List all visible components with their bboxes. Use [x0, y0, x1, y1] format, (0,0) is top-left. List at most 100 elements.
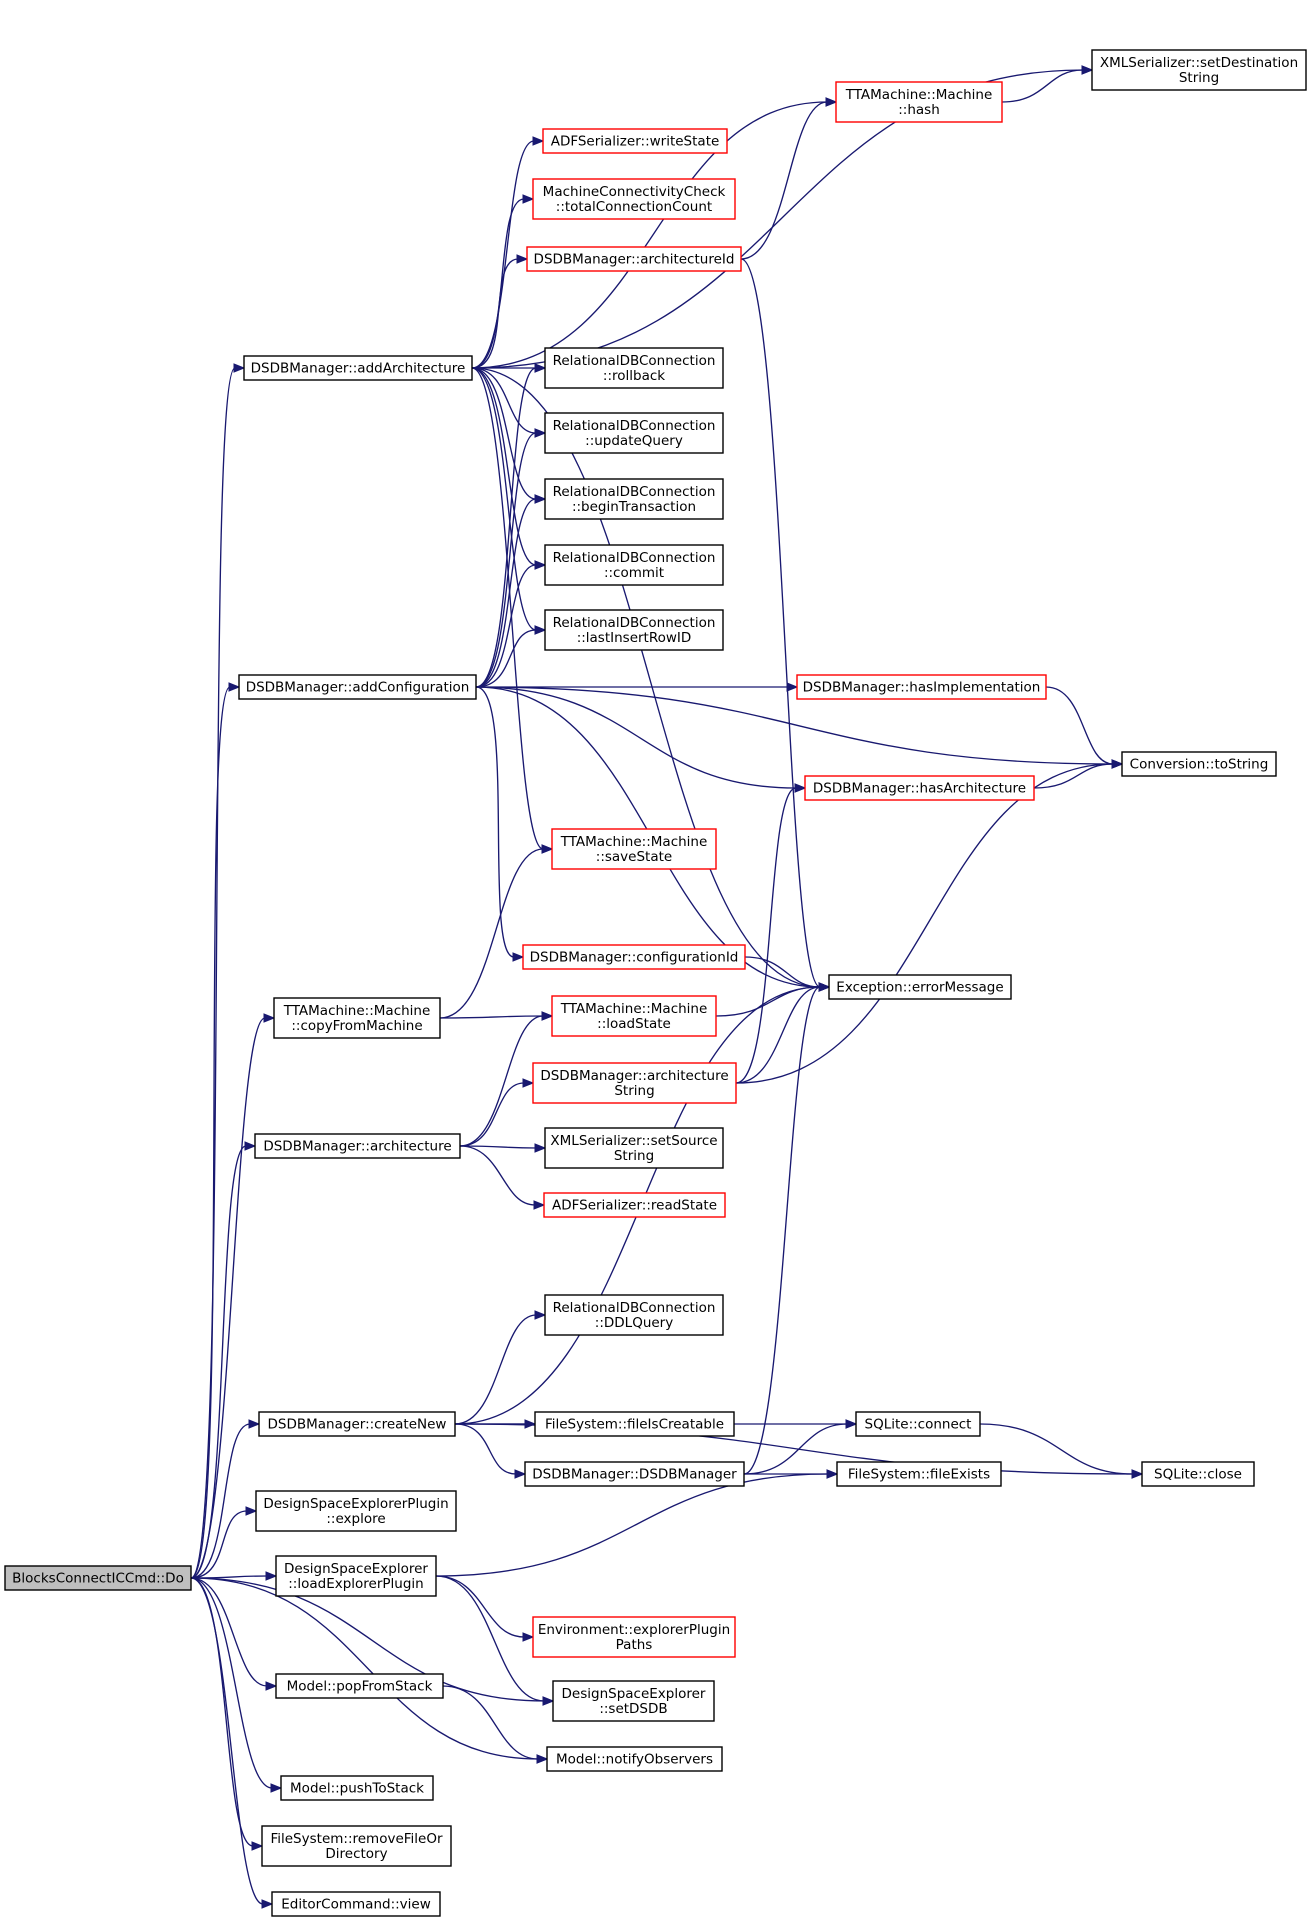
edge-archId-to-hash [740, 97, 838, 260]
node-model-notifyobservers[interactable]: Model::notifyObservers [546, 1746, 723, 1772]
node-dsdbmanager-hasimplementation[interactable]: DSDBManager::hasImplementation [796, 674, 1047, 700]
node-sqlite-connect[interactable]: SQLite::connect [855, 1411, 981, 1437]
node-label: DSDBManager::addConfiguration [246, 680, 470, 696]
edge-archString-to-toString [735, 759, 1124, 1084]
node-box [1141, 1461, 1255, 1487]
edge-arch-to-archString [459, 1078, 535, 1147]
node-label: ::commit [604, 565, 664, 581]
node-box [542, 128, 728, 154]
node-relationaldbconnection-rollback[interactable]: RelationalDBConnection::rollback [544, 347, 724, 389]
node-filesystem-fileiscreatable[interactable]: FileSystem::fileIsCreatable [534, 1411, 735, 1437]
node-label: ADFSerializer::writeState [551, 134, 720, 150]
edge-createNew-to-dsdbCtor [454, 1423, 527, 1479]
node-editorcommand-view[interactable]: EditorCommand::view [271, 1891, 441, 1917]
node-label: Environment::explorerPlugin [538, 1622, 730, 1638]
node-label: XMLSerializer::setSource [550, 1133, 717, 1149]
node-machineconnectivitycheck-totalconnectioncount[interactable]: MachineConnectivityCheck::totalConnectio… [532, 178, 736, 220]
node-relationaldbconnection-lastinsertrowid[interactable]: RelationalDBConnection::lastInsertRowID [544, 609, 724, 651]
node-ttamachine-loadstate[interactable]: TTAMachine::Machine::loadState [551, 995, 717, 1037]
edge-arch-to-setSource [459, 1143, 547, 1153]
node-box [255, 1490, 457, 1532]
node-dsdbmanager-configurationid[interactable]: DSDBManager::configurationId [522, 944, 746, 970]
node-label: ADFSerializer::readState [552, 1198, 717, 1214]
node-dsdbmanager-dsdbmanager[interactable]: DSDBManager::DSDBManager [524, 1461, 745, 1487]
edge-addConf-to-updateQuery [475, 428, 547, 688]
node-filesystem-fileexists[interactable]: FileSystem::fileExists [836, 1461, 1002, 1487]
node-exception-errormessage[interactable]: Exception::errorMessage [828, 974, 1012, 1000]
node-ttamachine-hash[interactable]: TTAMachine::Machine::hash [835, 81, 1003, 123]
edge-addArch-to-updateQuery [471, 367, 547, 438]
node-dsdbmanager-addarchitecture[interactable]: DSDBManager::addArchitecture [243, 355, 473, 381]
node-designspaceexplorer-setdsdb[interactable]: DesignSpaceExplorer::setDSDB [552, 1680, 715, 1722]
node-box [544, 412, 724, 454]
node-box [280, 1775, 434, 1801]
node-conversion-tostring[interactable]: Conversion::toString [1121, 751, 1277, 777]
node-designspaceexplorerplugin-explore[interactable]: DesignSpaceExplorerPlugin::explore [255, 1490, 457, 1532]
node-label: ::loadState [597, 1016, 671, 1032]
edge-sqlConnect-to-sqlClose [979, 1423, 1144, 1479]
node-box [543, 1192, 726, 1218]
node-sqlite-close[interactable]: SQLite::close [1141, 1461, 1255, 1487]
edge-do-to-notify [190, 1577, 549, 1764]
node-label: TTAMachine::Machine [560, 834, 708, 850]
node-box [796, 674, 1047, 700]
node-relationaldbconnection-commit[interactable]: RelationalDBConnection::commit [544, 544, 724, 586]
node-dsdbmanager-addconfiguration[interactable]: DSDBManager::addConfiguration [238, 674, 477, 700]
node-ttamachine-savestate[interactable]: TTAMachine::Machine::saveState [551, 828, 717, 870]
node-box [835, 81, 1003, 123]
node-label: Model::notifyObservers [556, 1752, 713, 1768]
node-model-pushtostack[interactable]: Model::pushToStack [280, 1775, 434, 1801]
node-label: ::hash [898, 102, 940, 118]
node-box [532, 178, 736, 220]
node-label: RelationalDBConnection [553, 484, 716, 500]
node-label: Model::popFromStack [287, 1679, 433, 1695]
edge-addConf-to-beginTx [475, 494, 547, 688]
node-blocksconnecticcmd-do[interactable]: BlocksConnectICCmd::Do [4, 1565, 192, 1591]
node-label: BlocksConnectICCmd::Do [12, 1571, 184, 1587]
node-label: RelationalDBConnection [553, 353, 716, 369]
node-adfserializer-readstate[interactable]: ADFSerializer::readState [543, 1192, 726, 1218]
nodes-layer: BlocksConnectICCmd::Do DSDBManager::addAr… [4, 49, 1307, 1917]
node-box [532, 1062, 737, 1104]
node-label: RelationalDBConnection [553, 1300, 716, 1316]
edge-addConf-to-commit [475, 560, 547, 688]
node-dsdbmanager-architecture[interactable]: DSDBManager::architecture [254, 1133, 461, 1159]
node-label: ::updateQuery [585, 433, 683, 449]
node-box [1091, 49, 1307, 91]
node-dsdbmanager-hasarchitecture[interactable]: DSDBManager::hasArchitecture [804, 775, 1035, 801]
node-ttamachine-copyfrommachine[interactable]: TTAMachine::Machine::copyFromMachine [273, 997, 441, 1039]
node-adfserializer-writestate[interactable]: ADFSerializer::writeState [542, 128, 728, 154]
node-relationaldbconnection-begintransaction[interactable]: RelationalDBConnection::beginTransaction [544, 478, 724, 520]
edge-arch-to-loadState [459, 1011, 554, 1147]
node-designspaceexplorer-loadexplorerplugin[interactable]: DesignSpaceExplorer::loadExplorerPlugin [275, 1555, 437, 1597]
node-relationaldbconnection-ddlquery[interactable]: RelationalDBConnection::DDLQuery [544, 1294, 724, 1336]
node-box [275, 1555, 437, 1597]
node-model-popfromstack[interactable]: Model::popFromStack [275, 1673, 444, 1699]
node-box [271, 1891, 441, 1917]
edge-do-to-view [190, 1577, 274, 1909]
node-label: Conversion::toString [1130, 757, 1269, 773]
node-box [544, 347, 724, 389]
edge-loadPlugin-to-setDSDB [435, 1575, 555, 1706]
node-label: MachineConnectivityCheck [543, 184, 726, 200]
node-dsdbmanager-architectureid[interactable]: DSDBManager::architectureId [526, 246, 742, 272]
edge-do-to-pushStack [190, 1577, 283, 1793]
node-label: DesignSpaceExplorer [562, 1686, 706, 1702]
node-label: String [1179, 70, 1219, 86]
edge-do-to-addArch [190, 363, 246, 1579]
node-label: SQLite::close [1154, 1467, 1242, 1483]
node-box [544, 1127, 724, 1169]
node-box [243, 355, 473, 381]
edge-addConf-to-lastRow [475, 625, 547, 688]
node-label: DesignSpaceExplorer [284, 1561, 428, 1577]
edge-dsdbCtor-to-sqlConnect [743, 1419, 858, 1475]
node-label: ::copyFromMachine [291, 1018, 422, 1034]
edge-dsdbCtor-to-errorMsg [743, 982, 831, 1475]
node-relationaldbconnection-updatequery[interactable]: RelationalDBConnection::updateQuery [544, 412, 724, 454]
node-dsdbmanager-createnew[interactable]: DSDBManager::createNew [258, 1411, 456, 1437]
